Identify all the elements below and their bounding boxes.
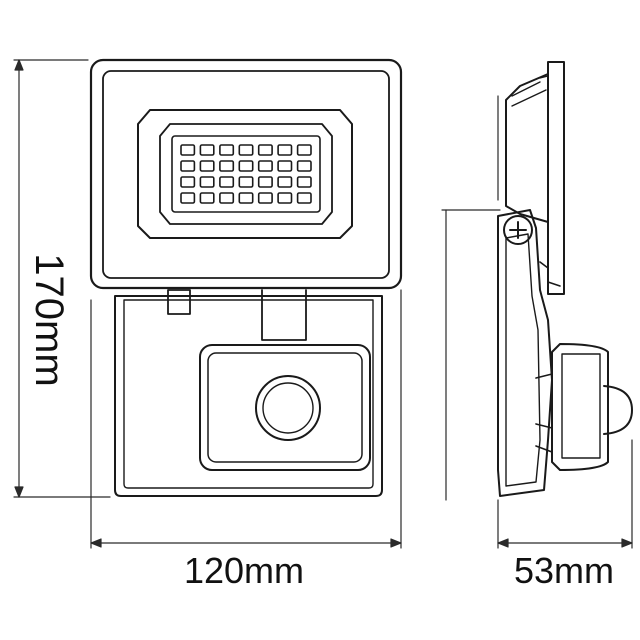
led-chip (219, 176, 235, 188)
width-arrow-right (390, 538, 402, 548)
pir-sensor-window (199, 344, 371, 471)
side-lamp-back (539, 261, 561, 287)
led-window-inner (159, 123, 333, 225)
height-arrow-top (14, 59, 24, 71)
led-chip (277, 192, 293, 204)
led-chip (296, 192, 312, 204)
led-grid (180, 144, 312, 204)
led-chip (199, 160, 215, 172)
led-chip (238, 160, 254, 172)
led-window-bezel (137, 109, 353, 239)
led-chip (180, 160, 196, 172)
depth-label: 53mm (514, 550, 614, 591)
pir-sensor-lens (255, 375, 321, 441)
side-sensor-housing-inner (561, 353, 601, 459)
led-chip (180, 176, 196, 188)
side-lamp-head (547, 61, 565, 295)
pir-sensor-lens-inner (262, 382, 314, 434)
front-view (89, 58, 403, 497)
width-label: 120mm (184, 550, 304, 591)
led-chip (219, 144, 235, 156)
depth-arrow-left (497, 538, 509, 548)
led-chip (180, 192, 196, 204)
lamp-head-inner-frame (102, 70, 390, 279)
led-chip (199, 192, 215, 204)
led-chip (199, 144, 215, 156)
side-sensor-lens (603, 385, 633, 435)
depth-arrow-right (621, 538, 633, 548)
led-chip (257, 144, 273, 156)
side-lamp-body (505, 73, 549, 223)
led-panel (171, 135, 321, 213)
side-view (497, 61, 633, 497)
led-chip (277, 176, 293, 188)
led-chip (257, 160, 273, 172)
dimension-lines (13, 59, 633, 549)
lamp-head-frame (89, 58, 403, 290)
led-chip (219, 192, 235, 204)
side-sensor-housing (551, 343, 609, 471)
led-chip (257, 192, 273, 204)
pir-sensor-window-inner (207, 352, 363, 463)
side-bracket-inner (505, 233, 541, 487)
led-chip (296, 176, 312, 188)
led-chip (238, 192, 254, 204)
led-chip (238, 144, 254, 156)
led-chip (238, 176, 254, 188)
led-chip (257, 176, 273, 188)
side-sensor-ridges (535, 373, 553, 453)
mount-post-front (261, 289, 307, 341)
width-arrow-left (90, 538, 102, 548)
led-chip (180, 144, 196, 156)
led-chip (199, 176, 215, 188)
led-chip (277, 160, 293, 172)
led-chip (296, 144, 312, 156)
side-lamp-fins (511, 75, 549, 107)
pivot-screw-slot (509, 221, 527, 239)
sensor-housing (114, 295, 383, 497)
mount-tab-front (167, 289, 191, 315)
led-chip (277, 144, 293, 156)
height-label: 170mm (27, 253, 71, 386)
pivot-screw (503, 215, 533, 245)
led-chip (219, 160, 235, 172)
sensor-housing-inner (123, 299, 374, 489)
led-chip (296, 160, 312, 172)
height-arrow-bottom (14, 486, 24, 498)
